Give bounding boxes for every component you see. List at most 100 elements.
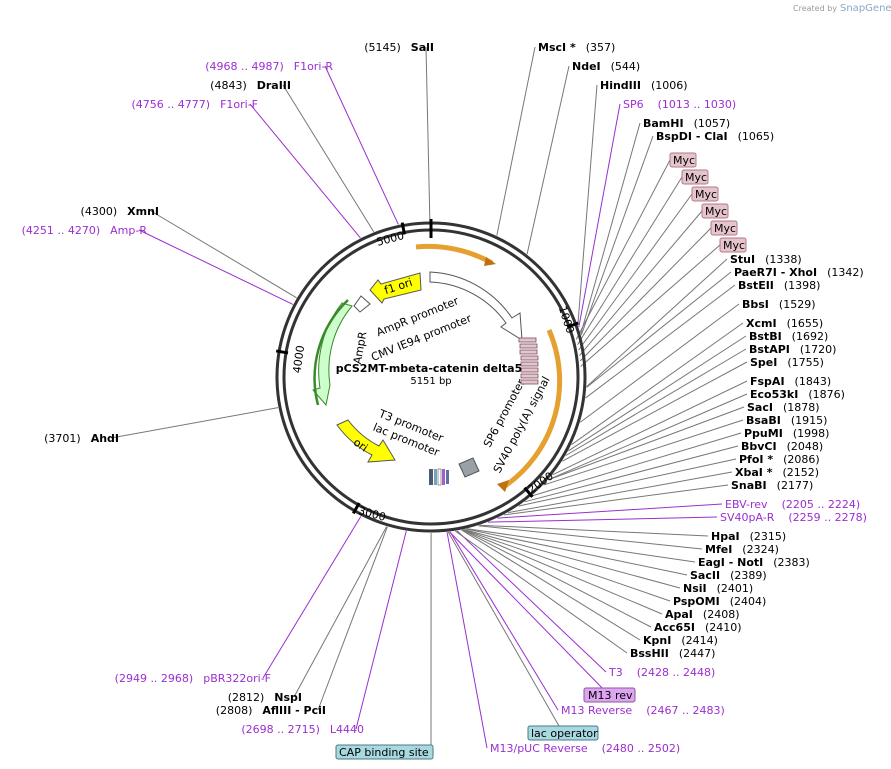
leader-f1ori-r <box>324 65 399 225</box>
primer-sp6[interactable]: SP6(1013 .. 1030) <box>623 98 736 111</box>
leader-paer7i-xhoi <box>586 271 732 388</box>
primer-t3[interactable]: T3(2428 .. 2448) <box>608 666 715 679</box>
enzyme-sacii[interactable]: SacII(2389) <box>690 569 767 582</box>
leader-lines <box>110 46 748 749</box>
enzyme-nspi[interactable]: (2812)NspI <box>228 691 302 704</box>
leader-bspdi-clai <box>580 135 654 336</box>
m13-rev-badge[interactable]: M13 rev <box>583 687 636 703</box>
lac-operator-badge[interactable]: lac operator <box>527 725 599 741</box>
leader-hindiii <box>577 84 598 325</box>
ori-arrow[interactable] <box>336 419 396 463</box>
primer-sv40pa-r[interactable]: SV40pA-R(2259 .. 2278) <box>720 511 867 524</box>
enzyme-eco53ki[interactable]: Eco53kI(1876) <box>750 388 845 401</box>
enzyme-pfoi[interactable]: PfoI *(2086) <box>739 453 820 466</box>
tick-label-3000: 3000 <box>357 504 387 524</box>
tick-5000 <box>400 222 406 235</box>
enzyme-ppumi[interactable]: PpuMI(1998) <box>744 427 829 440</box>
enzyme-mfei[interactable]: MfeI(2324) <box>705 543 779 556</box>
plasmid-name: pCS2MT-mbeta-catenin delta5 <box>336 362 523 375</box>
sv40-polya-box[interactable] <box>458 457 480 478</box>
enzyme-apai[interactable]: ApaI(2408) <box>665 608 739 621</box>
leader-sacii <box>466 528 688 576</box>
enzyme-snabi[interactable]: SnaBI(2177) <box>731 479 813 492</box>
orange-feature-beta-catenin[interactable] <box>503 329 563 489</box>
enzyme-xmni[interactable]: (4300)XmnI <box>81 205 159 218</box>
enzyme-eagi-noti[interactable]: EagI - NotI(2383) <box>698 556 810 569</box>
enzyme-bstbi[interactable]: BstBI(1692) <box>749 330 828 343</box>
enzyme-pspomi[interactable]: PspOMI(2404) <box>673 595 766 608</box>
created-by-label: Created by <box>793 4 837 13</box>
primer-m13-puc-reverse[interactable]: M13/pUC Reverse(2480 .. 2502) <box>490 742 680 755</box>
enzyme-paer7i-xhoi[interactable]: PaeR7I - XhoI(1342) <box>734 266 864 279</box>
leader-t3 <box>456 530 607 673</box>
leader-fspai <box>552 380 748 476</box>
leader-pbr322ori-f <box>262 516 362 679</box>
primer-ebv-rev[interactable]: EBV-rev(2205 .. 2224) <box>725 498 860 511</box>
leader-myc-3 <box>578 193 693 351</box>
m13-rev-text: M13 rev <box>588 689 633 702</box>
leader-kpni <box>461 529 641 641</box>
leader-apai <box>462 529 663 615</box>
enzyme-kpni[interactable]: KpnI(2414) <box>643 634 718 647</box>
enzyme-sali[interactable]: (5145)SalI <box>364 41 434 54</box>
f1-ori-arrow[interactable] <box>369 272 422 304</box>
lac-cluster[interactable] <box>429 468 449 486</box>
enzyme-acc65i[interactable]: Acc65I(2410) <box>654 621 742 634</box>
leader-sali <box>425 46 431 222</box>
leader-l4440 <box>355 530 407 730</box>
enzyme-afliii-pcii[interactable]: (2808)AflIII - PciI <box>216 704 326 717</box>
enzyme-xbai[interactable]: XbaI *(2152) <box>735 466 819 479</box>
leader-bbsi <box>579 303 740 423</box>
leader-xbai <box>507 471 733 514</box>
leader-m13-puc-reverse <box>446 532 488 749</box>
tick-2000 <box>523 486 534 498</box>
enzyme-bsshii[interactable]: BssHII(2447) <box>630 647 715 660</box>
ampr-promoter-arrow[interactable] <box>353 295 371 313</box>
primer-f1ori-f[interactable]: (4756 .. 4777)F1ori-F <box>132 98 259 111</box>
enzyme-xcmi[interactable]: XcmI(1655) <box>746 317 823 330</box>
myc-badge-5[interactable]: Myc <box>710 220 738 236</box>
myc-badge-1[interactable]: Myc <box>669 152 697 168</box>
leader-myc-6 <box>580 244 721 367</box>
primer-l4440[interactable]: (2698 .. 2715)L4440 <box>241 723 364 736</box>
primer-f1ori-r[interactable]: (4968 .. 4987)F1ori-R <box>205 60 333 73</box>
enzyme-ahdi[interactable]: (3701)AhdI <box>44 432 119 445</box>
enzyme-bspdi-clai[interactable]: BspDI - ClaI(1065) <box>656 130 774 143</box>
enzyme-bbvci[interactable]: BbvCI(2048) <box>741 440 823 453</box>
primer-amp-r[interactable]: (4251 .. 4270)Amp-R <box>22 224 148 237</box>
enzyme-bbsi[interactable]: BbsI(1529) <box>742 298 815 311</box>
leader-xcmi <box>571 322 744 445</box>
enzyme-nsii[interactable]: NsiI(2401) <box>683 582 753 595</box>
leader-saci <box>548 406 745 481</box>
primer-m13-reverse[interactable]: M13 Reverse(2467 .. 2483) <box>561 704 725 717</box>
leader-myc-5 <box>579 227 712 362</box>
tick-label-4000: 4000 <box>290 345 307 375</box>
myc-badge-6[interactable]: Myc <box>719 237 747 253</box>
myc-tag-cluster[interactable] <box>518 337 539 385</box>
enzyme-hindiii[interactable]: HindIII(1006) <box>600 79 688 92</box>
enzyme-ndei[interactable]: NdeI(544) <box>572 60 640 73</box>
enzyme-draiii[interactable]: (4843)DraIII <box>210 79 291 92</box>
enzyme-hpai[interactable]: HpaI(2315) <box>711 530 786 543</box>
enzyme-msci[interactable]: MscI *(357) <box>538 41 615 54</box>
primer-pbr322ori-f[interactable]: (2949 .. 2968)pBR322ori-F <box>115 672 271 685</box>
leader-spei <box>562 361 748 462</box>
orange-feature-top[interactable] <box>415 243 494 266</box>
enzyme-bsabi[interactable]: BsaBI(1915) <box>746 414 827 427</box>
leader-pspomi <box>463 529 671 602</box>
enzyme-bsteii[interactable]: BstEII(1398) <box>738 279 820 292</box>
myc-badge-3[interactable]: Myc <box>691 186 719 202</box>
cap-binding-site-badge[interactable]: CAP binding site <box>335 744 434 760</box>
enzyme-bamhi[interactable]: BamHI(1057) <box>643 117 730 130</box>
myc-badge-2[interactable]: Myc <box>681 169 709 185</box>
myc-badge-4[interactable]: Myc <box>701 203 729 219</box>
enzyme-fspai[interactable]: FspAI(1843) <box>750 375 831 388</box>
enzyme-bstapi[interactable]: BstAPI(1720) <box>749 343 836 356</box>
enzyme-spei[interactable]: SpeI(1755) <box>750 356 824 369</box>
enzyme-stui[interactable]: StuI(1338) <box>730 253 802 266</box>
leader-sv40pa-r <box>488 516 718 523</box>
enzyme-saci[interactable]: SacI(1878) <box>747 401 820 414</box>
leader-eco53ki <box>548 393 748 481</box>
leader-snabi <box>503 484 729 516</box>
